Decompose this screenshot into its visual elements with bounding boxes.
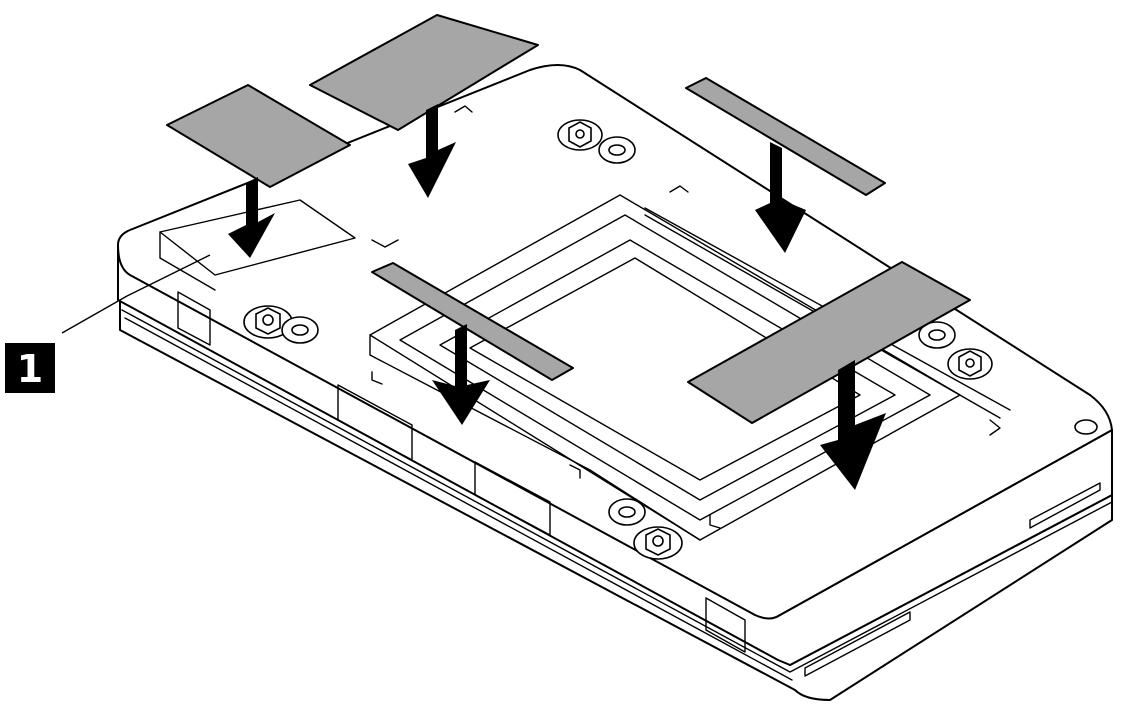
fasteners [243, 119, 993, 560]
tray-top-surface [117, 64, 1113, 620]
thermal-pad [685, 77, 886, 196]
side-slot [177, 291, 211, 346]
corner-recess [159, 231, 216, 291]
tray-ledge-line [121, 309, 1113, 673]
side-slot [474, 461, 551, 536]
window-frame-mid [399, 214, 931, 521]
down-arrows [228, 104, 886, 490]
side-slot [804, 611, 911, 677]
side-slot [337, 384, 413, 461]
side-slot [1029, 482, 1101, 529]
thermal-pad [687, 261, 971, 424]
side-slots [177, 291, 1101, 677]
hex-screw-icon [947, 348, 993, 380]
down-arrow-icon [820, 360, 886, 490]
hex-screw-icon [243, 305, 293, 339]
thermal-pad [309, 14, 539, 131]
down-arrow-icon [408, 104, 456, 198]
round-standoff-icon [598, 136, 636, 164]
round-standoff-icon [608, 498, 646, 526]
window-step [369, 334, 701, 541]
window-frame-inner [439, 239, 896, 501]
callout-marker [5, 343, 55, 393]
tray-ledge-line [124, 317, 793, 681]
down-arrow-icon [755, 142, 806, 253]
callout-leader-line [61, 254, 211, 334]
round-standoff-icon [281, 316, 319, 344]
thermal-pad [166, 84, 351, 188]
alignment-marks [371, 105, 1001, 529]
round-standoff-icon [918, 321, 956, 349]
side-slot [705, 597, 746, 653]
callout-label: 1 [17, 347, 43, 391]
hex-screw-icon [633, 526, 683, 560]
window-opening [469, 257, 861, 481]
tray-base [119, 299, 1113, 701]
corner-hole [1074, 419, 1098, 435]
thermal-pad [371, 262, 574, 381]
down-arrow-icon [432, 324, 490, 425]
down-arrow-icon [228, 177, 275, 258]
thermal-pads [166, 14, 971, 424]
hex-screw-icon [557, 119, 603, 151]
